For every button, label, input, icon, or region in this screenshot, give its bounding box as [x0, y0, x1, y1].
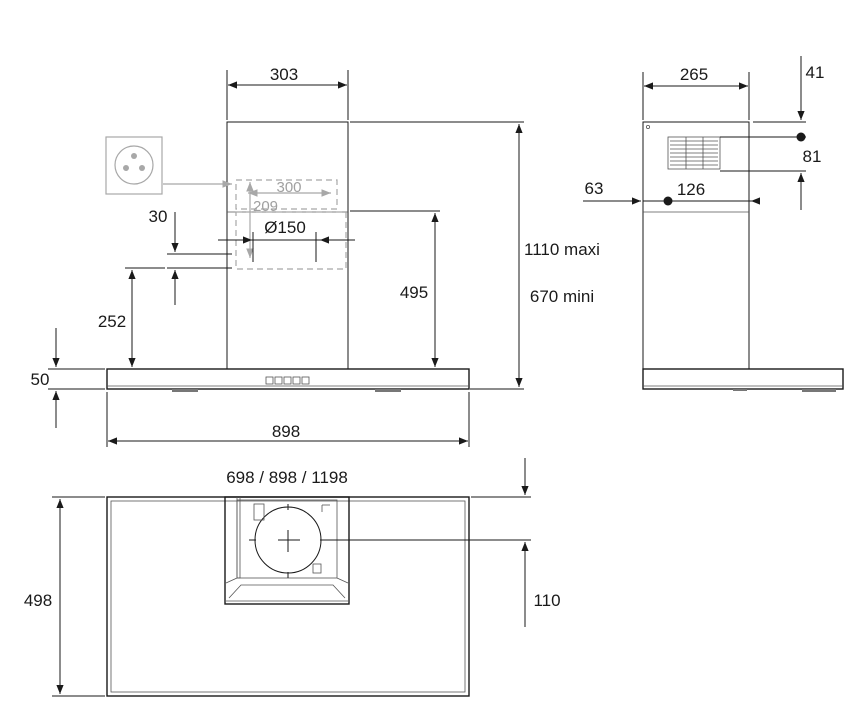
dim-outlet-top: 495 [400, 283, 428, 302]
dim-socket-width: 300 [276, 179, 301, 196]
dim-height-min: 670 mini [530, 287, 594, 306]
front-view: 303 1110 maxi 670 mini 495 300 209 [31, 65, 600, 447]
dim-outlet-depth: 63 [585, 179, 604, 198]
side-chimney [642, 121, 750, 370]
dim-outlet-from-back: 110 [533, 591, 560, 610]
dim-outlet-diameter: Ø150 [264, 218, 306, 237]
dim-widths: 698 / 898 / 1198 [226, 468, 348, 487]
socket-zone [235, 179, 338, 210]
dim-canopy-width: 898 [272, 422, 300, 441]
dim-chimney-depth: 265 [680, 65, 708, 84]
dim-vent-height: 81 [803, 147, 822, 166]
front-canopy [106, 368, 470, 390]
dim-outlet-offset-side: 126 [677, 180, 705, 199]
dim-canopy-thickness: 50 [31, 370, 50, 389]
dim-height-max: 1110 maxi [524, 240, 600, 259]
dim-top-offset: 41 [806, 63, 825, 82]
outlet-circle [249, 503, 330, 578]
electrical-socket [105, 136, 232, 195]
front-chimney [226, 121, 349, 370]
top-chimney [224, 496, 350, 605]
vent-grille [667, 136, 721, 170]
top-canopy [106, 496, 470, 697]
dim-depth: 498 [24, 591, 52, 610]
side-view: 265 41 81 63 126 [583, 56, 844, 392]
dim-outlet-gap: 30 [149, 207, 168, 226]
dim-socket-height: 209 [253, 198, 278, 215]
dim-chimney-width: 303 [270, 65, 298, 84]
control-buttons [265, 376, 310, 385]
dim-outlet-offset: 252 [98, 312, 126, 331]
top-view: 698 / 898 / 1198 498 [24, 458, 561, 697]
